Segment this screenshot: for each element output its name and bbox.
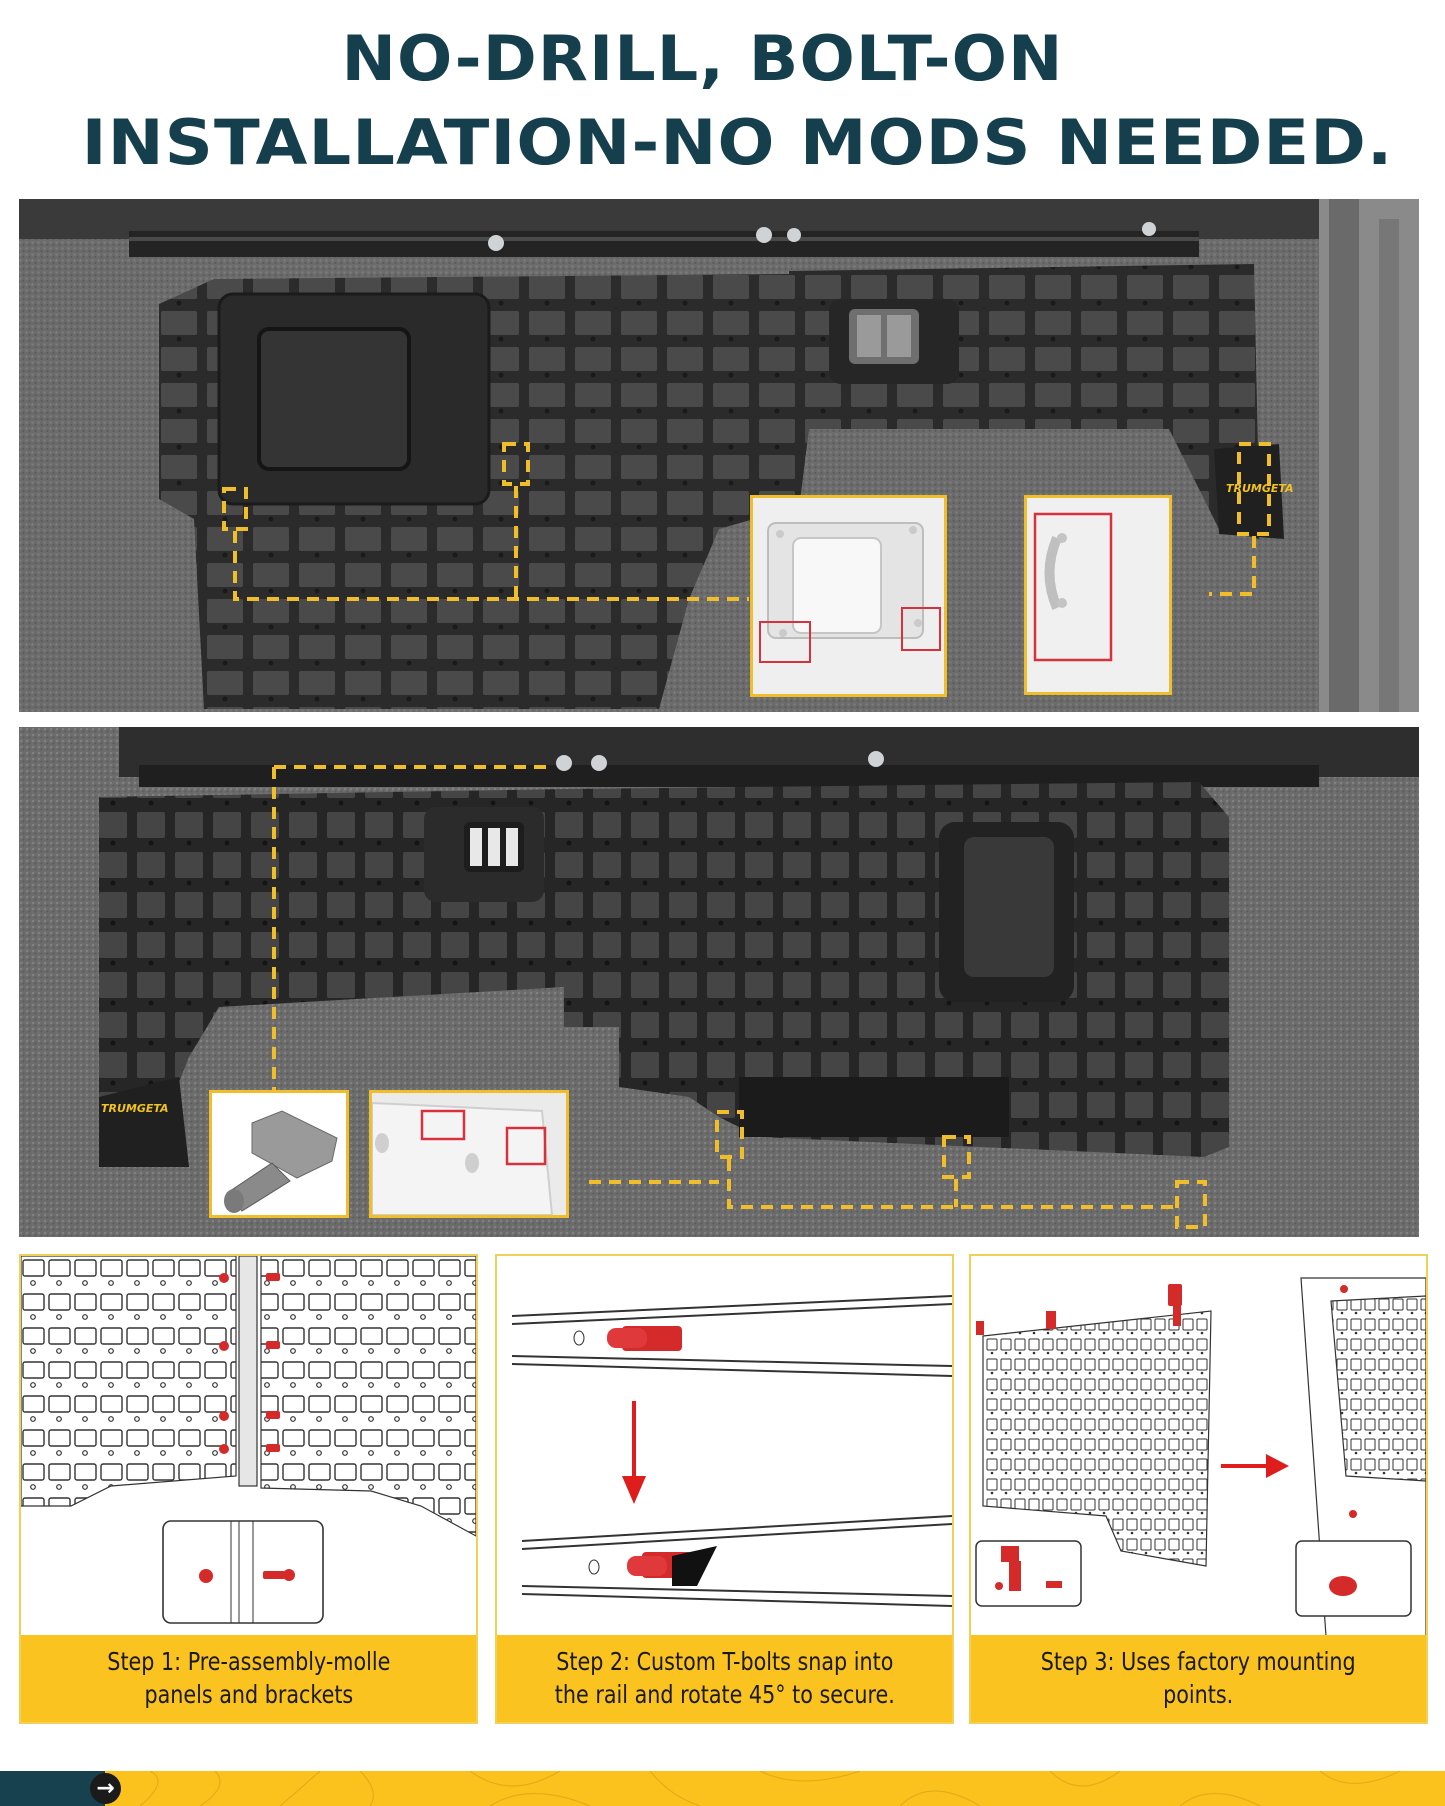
inset-t-bolt [209, 1090, 349, 1218]
trumgeta-logo-2: TRUMGETA [101, 1102, 169, 1115]
headline-line-2: INSTALLATION-NO MODS NEEDED. [81, 106, 1394, 179]
inset-tie-down-hook [1024, 495, 1172, 695]
footer-banner: → [0, 1771, 1445, 1806]
step-1-caption-line-1: Step 1: Pre-assembly-molle [106, 1647, 391, 1676]
step-3-diagram [975, 1277, 1426, 1637]
install-photo-2: TRUMGETA [19, 727, 1419, 1237]
step-3-caption-line-1: Step 3: Uses factory mounting [1040, 1647, 1356, 1676]
step-2-card: Step 2: Custom T-bolts snap into the rai… [495, 1254, 954, 1724]
step-1-card: Step 1: Pre-assembly-molle panels and br… [19, 1254, 478, 1724]
install-photo-1: TRUMGETA [19, 199, 1419, 712]
step-1-caption-line-2: panels and brackets [144, 1679, 353, 1709]
inset-mount-points-2 [369, 1090, 569, 1218]
trumgeta-logo: TRUMGETA [1226, 482, 1294, 495]
step-3-caption-line-2: points. [1163, 1679, 1234, 1709]
step-2-caption-line-1: Step 2: Custom T-bolts snap into [555, 1647, 894, 1676]
truck-bed-illustration-2: TRUMGETA [19, 727, 1419, 1237]
step-3-caption: Step 3: Uses factory mounting points. [971, 1635, 1426, 1722]
step-2-caption: Step 2: Custom T-bolts snap into the rai… [497, 1635, 952, 1722]
topographic-pattern [139, 1771, 1401, 1806]
step-1-caption: Step 1: Pre-assembly-molle panels and br… [21, 1635, 476, 1722]
step-3-card: Step 3: Uses factory mounting points. [969, 1254, 1428, 1724]
truck-bed-illustration-1: TRUMGETA [19, 199, 1419, 712]
arrow-right-icon[interactable]: → [90, 1773, 121, 1804]
step-2-diagram [511, 1295, 952, 1607]
step-2-caption-line-2: the rail and rotate 45° to secure. [554, 1679, 895, 1709]
inset-factory-bracket [750, 495, 947, 697]
installation-steps: Step 1: Pre-assembly-molle panels and br… [19, 1254, 1428, 1726]
step-1-diagram [21, 1256, 476, 1624]
footer-dark-tab [0, 1771, 105, 1806]
headline-line-1: NO-DRILL, BOLT-ON [341, 22, 1064, 95]
page-headline: NO-DRILL, BOLT-ON INSTALLATION-NO MODS N… [0, 28, 1445, 174]
